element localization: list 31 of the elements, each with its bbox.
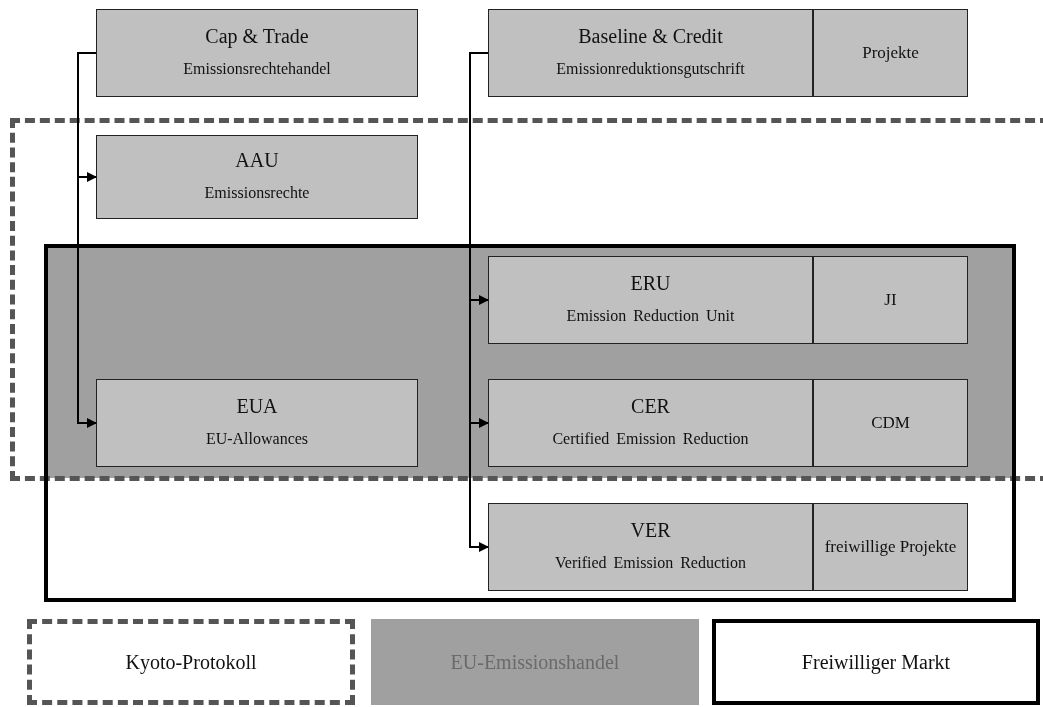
box-text: Emissionreduktionsgutschrift (556, 59, 745, 80)
box-text: Emissionsrechtehandel (183, 59, 331, 80)
box-title: ERU (630, 271, 671, 296)
box-text: freiwillige Projekte (824, 536, 957, 559)
process-box (813, 9, 968, 97)
process-box (488, 503, 813, 591)
box-title: VER (630, 518, 671, 543)
box-title: CER (631, 394, 670, 419)
legend-label: Kyoto-Protokoll (125, 650, 257, 674)
box-title: EUA (236, 394, 278, 419)
box-text: Emission Reduction Unit (566, 306, 735, 327)
process-box (813, 256, 968, 344)
legend-label: Freiwilliger Markt (801, 650, 951, 674)
process-box (488, 9, 813, 97)
box-title: Baseline & Credit (578, 24, 723, 49)
box-title: AAU (235, 148, 279, 173)
process-box (96, 135, 418, 219)
box-text: Verified Emission Reduction (555, 553, 746, 574)
box-text: Certified Emission Reduction (552, 429, 749, 450)
process-box (813, 379, 968, 467)
process-box (96, 9, 418, 97)
process-box (96, 379, 418, 467)
process-box (488, 379, 813, 467)
box-text: JI (884, 289, 897, 312)
box-text: Projekte (862, 42, 919, 65)
process-box (488, 256, 813, 344)
process-box (813, 503, 968, 591)
box-title: Cap & Trade (205, 24, 309, 49)
box-text: CDM (871, 412, 910, 435)
box-text: EU-Allowances (205, 429, 309, 450)
box-text: Emissionsrechte (204, 183, 310, 204)
